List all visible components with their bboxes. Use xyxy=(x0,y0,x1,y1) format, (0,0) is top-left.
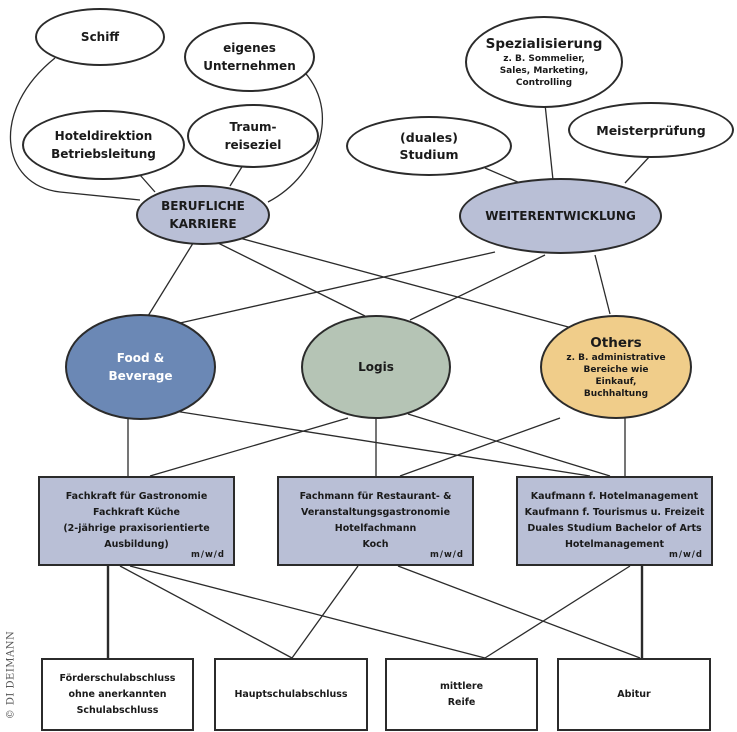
node-others: Others z. B. administrative Bereiche wie… xyxy=(540,315,692,419)
school-box-2-line-1: Hauptschulabschluss xyxy=(234,688,348,700)
school-box-1-line-2: ohne anerkannten xyxy=(68,688,167,700)
node-schiff: Schiff xyxy=(35,8,165,66)
node-spezialisierung-title: Spezialisierung xyxy=(485,36,603,52)
school-box-4-line-1: Abitur xyxy=(617,688,651,700)
school-box-1-line-3: Schulabschluss xyxy=(76,704,159,716)
training-box-1-line-1: Fachkraft für Gastronomie xyxy=(65,491,208,502)
node-others-sub-1: z. B. administrative xyxy=(566,353,666,363)
node-traum-line-1: Traum- xyxy=(229,120,277,134)
node-hoteldirektion-line-1: Hoteldirektion xyxy=(54,129,153,143)
node-meisterpruefung: Meisterprüfung xyxy=(568,102,734,158)
node-food-beverage: Food & Beverage xyxy=(65,314,216,420)
training-box-2-gender: m/w/d xyxy=(429,550,464,560)
node-meister-line-1: Meisterprüfung xyxy=(596,122,706,138)
training-box-2-line-2: Veranstaltungsgastronomie xyxy=(300,507,451,518)
training-box-3-gender: m/w/d xyxy=(668,550,703,560)
node-berufliche-karriere: BERUFLICHE KARRIERE xyxy=(136,185,270,245)
training-box-2-line-3: Hotelfachmann xyxy=(334,523,417,534)
node-duales-studium: (duales) Studium xyxy=(346,116,512,176)
training-box-gastronomie: Fachkraft für Gastronomie Fachkraft Küch… xyxy=(38,476,235,566)
node-others-sub-3: Einkauf, xyxy=(595,377,637,387)
training-box-1-line-4: Ausbildung) xyxy=(104,539,169,550)
node-logis: Logis xyxy=(301,315,451,419)
node-schiff-line-1: Schiff xyxy=(80,30,120,44)
training-box-3-line-4: Hotelmanagement xyxy=(564,539,665,550)
training-box-2-line-1: Fachmann für Restaurant- & xyxy=(299,491,452,502)
training-box-restaurant: Fachmann für Restaurant- & Veranstaltung… xyxy=(277,476,474,566)
node-others-title: Others xyxy=(590,335,642,351)
node-logis-line-1: Logis xyxy=(358,360,394,374)
training-box-3-line-3: Duales Studium Bachelor of Arts xyxy=(527,523,702,534)
training-box-1-gender: m/w/d xyxy=(190,550,225,560)
school-box-foerderschule: Förderschulabschluss ohne anerkannten Sc… xyxy=(41,658,194,731)
node-fb-line-1: Food & xyxy=(116,351,165,365)
training-box-3-line-2: Kaufmann f. Tourismus u. Freizeit xyxy=(524,507,705,518)
node-hoteldirektion-line-2: Betriebsleitung xyxy=(51,147,156,161)
node-spezialisierung-sub-2: Sales, Marketing, xyxy=(499,66,589,76)
node-studium-line-1: (duales) xyxy=(400,130,458,145)
training-box-2-line-4: Koch xyxy=(362,539,389,550)
node-weiter-line-1: WEITERENTWICKLUNG xyxy=(485,209,636,223)
school-box-mittlere-reife: mittlere Reife xyxy=(385,658,538,731)
node-fb-line-2: Beverage xyxy=(108,369,173,383)
node-hoteldirektion: Hoteldirektion Betriebsleitung xyxy=(22,110,185,180)
node-eigenes-unternehmen: eigenes Unternehmen xyxy=(184,22,315,92)
node-traum-line-2: reiseziel xyxy=(224,138,282,152)
node-traumreiseziel: Traum- reiseziel xyxy=(187,104,319,168)
node-others-sub-2: Bereiche wie xyxy=(583,365,649,375)
node-spezialisierung-sub-3: Controlling xyxy=(515,78,573,88)
training-box-1-line-3: (2-jährige praxisorientierte xyxy=(63,523,210,534)
node-others-sub-4: Buchhaltung xyxy=(583,389,649,399)
training-box-1-line-2: Fachkraft Küche xyxy=(93,507,180,518)
node-studium-line-2: Studium xyxy=(399,147,459,162)
node-karriere-line-2: KARRIERE xyxy=(169,217,237,231)
node-spezialisierung-sub-1: z. B. Sommelier, xyxy=(503,54,585,64)
node-spezialisierung: Spezialisierung z. B. Sommelier, Sales, … xyxy=(465,16,623,108)
node-eigenes-line-1: eigenes xyxy=(223,41,276,55)
school-box-hauptschule: Hauptschulabschluss xyxy=(214,658,368,731)
copyright-text: © DI DEIMANN xyxy=(5,630,17,720)
school-box-3-line-2: Reife xyxy=(447,696,476,708)
node-karriere-line-1: BERUFLICHE xyxy=(161,199,245,213)
school-box-3-line-1: mittlere xyxy=(439,680,484,692)
node-weiterentwicklung: WEITERENTWICKLUNG xyxy=(459,178,662,254)
school-box-1-line-1: Förderschulabschluss xyxy=(59,672,176,684)
copyright-mark: © DI DEIMANN xyxy=(2,620,20,730)
node-eigenes-line-2: Unternehmen xyxy=(203,59,296,73)
school-box-abitur: Abitur xyxy=(557,658,711,731)
training-box-3-line-1: Kaufmann f. Hotelmanagement xyxy=(530,491,699,502)
training-box-kaufmann: Kaufmann f. Hotelmanagement Kaufmann f. … xyxy=(516,476,713,566)
